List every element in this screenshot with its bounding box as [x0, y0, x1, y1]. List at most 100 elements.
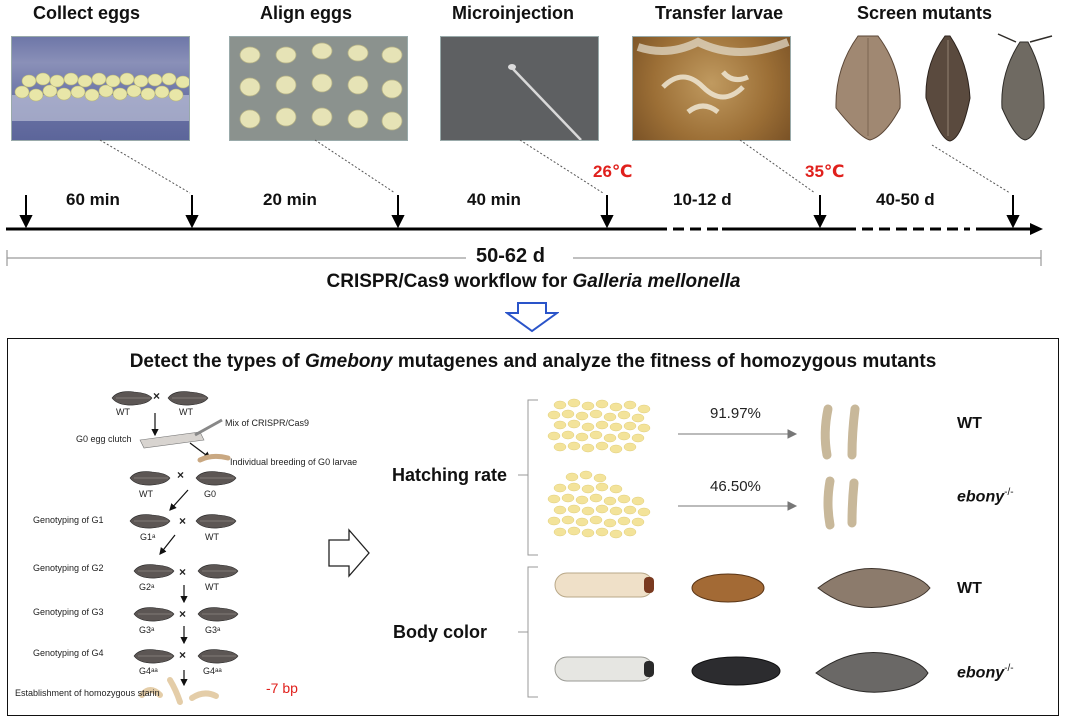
- g2-label: G2ᵃ: [139, 582, 155, 592]
- wt-moth: [195, 514, 237, 529]
- wt-moth: [129, 471, 171, 486]
- needle-illustration: [508, 64, 582, 140]
- microinjection-photo: [440, 36, 599, 141]
- timeline-ticks: [19, 195, 1020, 229]
- wt-label: WT: [116, 407, 130, 417]
- wt-genotype-label: WT: [957, 415, 982, 432]
- cross-symbol: ×: [179, 565, 187, 579]
- g0-egg-clutch-label: G0 egg clutch: [76, 434, 132, 444]
- ebony-genotype-label: ebony-/-: [957, 487, 1014, 506]
- body-color-label: Body color: [393, 622, 488, 642]
- genotyping-g3-label: Genotyping of G3: [33, 607, 104, 617]
- screen-mutants-photo: [830, 28, 1062, 143]
- wt-label: WT: [205, 532, 219, 542]
- workflow-title-prefix: CRISPR/Cas9 workflow for: [326, 271, 573, 292]
- larvae-images: [820, 404, 860, 530]
- g0-larva: [197, 453, 231, 463]
- g3-moth: [197, 607, 239, 622]
- cross-symbol: ×: [177, 468, 185, 482]
- homozygous-larva: [167, 677, 183, 705]
- duration-40-50d: 40-50 d: [876, 190, 935, 209]
- wt-label: WT: [139, 489, 153, 499]
- larvae-illustration: [636, 37, 790, 115]
- right-arrow-icon: [328, 528, 370, 578]
- hatch-arrows: [678, 429, 798, 511]
- homozygous-larva: [139, 687, 163, 698]
- cross-symbol: ×: [179, 648, 187, 662]
- wt-egg-cluster: [547, 398, 651, 454]
- temperature-26: 26℃: [593, 162, 633, 181]
- ebony-egg-cluster: [547, 470, 651, 539]
- panel-title-gene: Gmebony: [304, 351, 393, 372]
- brackets: [518, 399, 538, 698]
- g4-label: G4ᵃᵃ: [139, 666, 158, 676]
- g0-label: G0: [204, 489, 217, 499]
- cross-symbol: ×: [153, 389, 161, 403]
- cross-symbol: ×: [179, 607, 187, 621]
- egg-row-illustration: [12, 72, 189, 121]
- breeding-flowchart: [111, 391, 239, 705]
- g3-label: G3ᵃ: [139, 625, 155, 635]
- wt-moth: [111, 391, 153, 406]
- crispr-mix-label: Mix of CRISPR/Cas9: [225, 418, 310, 428]
- g2-moth: [133, 564, 175, 579]
- step-title-transfer-larvae: Transfer larvae: [655, 3, 784, 23]
- g3-label: G3ᵃ: [205, 625, 221, 635]
- panel-title: Detect the types of Gmebony mutagenes an…: [8, 351, 1058, 373]
- transfer-larvae-photo: [632, 36, 791, 141]
- ebony-name: ebony: [957, 664, 1005, 682]
- temperature-35: 35℃: [805, 162, 845, 181]
- ebony-body-genotype-label: ebony-/-: [957, 663, 1014, 682]
- step-title-align-eggs: Align eggs: [260, 3, 353, 23]
- wt-label: WT: [179, 407, 193, 417]
- duration-40min: 40 min: [467, 190, 521, 209]
- g4-moth: [133, 649, 175, 664]
- injection-needle: [194, 418, 223, 437]
- step-title-collect-eggs: Collect eggs: [33, 3, 141, 23]
- ebony-name: ebony: [957, 488, 1005, 506]
- workflow-title: CRISPR/Cas9 workflow for Galleria mellon…: [0, 271, 1067, 293]
- panel-title-suffix: mutagenes and analyze the fitness of hom…: [392, 351, 937, 372]
- g3-moth: [133, 607, 175, 622]
- homozygous-strain-label: Establishment of homozygous starin: [15, 688, 160, 698]
- ebony-superscript: -/-: [1004, 487, 1014, 498]
- timeline-axis: [6, 223, 1043, 235]
- g1-label: G1ᵃ: [140, 532, 156, 542]
- egg-clutch: [139, 431, 205, 449]
- mutant-analysis-panel: Detect the types of Gmebony mutagenes an…: [7, 338, 1059, 716]
- collect-eggs-photo: [11, 36, 190, 141]
- results-svg: [518, 398, 931, 698]
- duration-60min: 60 min: [66, 190, 120, 209]
- moths-illustration: [835, 33, 1053, 142]
- duration-10-12d: 10-12 d: [673, 190, 732, 209]
- ebony-hatching-rate: 46.50%: [710, 478, 761, 495]
- workflow-title-species: Galleria mellonella: [572, 271, 741, 292]
- wt-moth: [167, 391, 209, 406]
- g4-label: G4ᵃᵃ: [203, 666, 222, 676]
- align-eggs-photo: [229, 36, 408, 141]
- breeding-label: Individual breeding of G0 larvae: [230, 457, 358, 467]
- homozygous-larva: [189, 690, 219, 701]
- wt-label: WT: [205, 582, 219, 592]
- ebony-superscript: -/-: [1004, 663, 1014, 674]
- genotyping-g1-label: Genotyping of G1: [33, 515, 104, 525]
- g0-moth: [195, 471, 237, 486]
- wt-body-genotype-label: WT: [957, 580, 982, 597]
- deletion-label: -7 bp: [266, 680, 298, 696]
- timeline-svg: [6, 139, 1043, 266]
- total-duration-bracket: [6, 250, 1042, 266]
- aligned-eggs-illustration: [239, 42, 403, 131]
- down-arrow-icon: [505, 302, 559, 333]
- step-title-screen-mutants: Screen mutants: [857, 3, 993, 23]
- cross-symbol: ×: [179, 514, 187, 528]
- genotyping-g4-label: Genotyping of G4: [33, 648, 104, 658]
- genotyping-g2-label: Genotyping of G2: [33, 563, 104, 573]
- g1-moth: [129, 514, 171, 529]
- panel-title-prefix: Detect the types of: [129, 351, 305, 372]
- step-title-microinjection: Microinjection: [452, 3, 575, 23]
- g4-moth: [197, 649, 239, 664]
- body-color-images: [554, 567, 931, 693]
- wt-moth: [197, 564, 239, 579]
- duration-20min: 20 min: [263, 190, 317, 209]
- hatching-rate-label: Hatching rate: [392, 465, 508, 485]
